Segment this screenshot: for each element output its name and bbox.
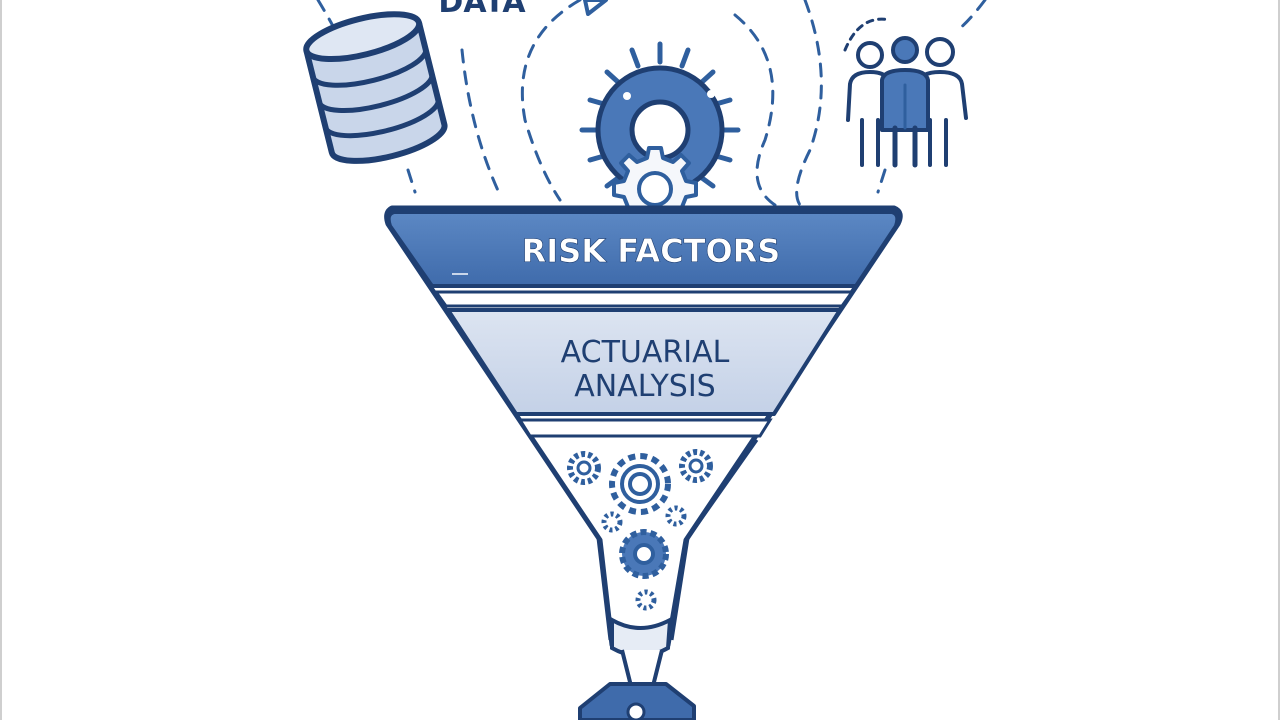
data-label: DATA	[438, 0, 526, 20]
gear-icon	[579, 41, 741, 232]
flow-line-people-down	[876, 168, 887, 194]
flow-line-right-top	[956, 0, 987, 32]
flow-line-gear-right	[733, 13, 777, 207]
database-icon	[303, 11, 448, 164]
flow-line-gear-left	[520, 0, 582, 202]
analysis-label: ANALYSIS	[574, 369, 715, 404]
separator-band-1	[433, 290, 855, 308]
people-icon	[843, 17, 968, 168]
funnel	[384, 205, 903, 692]
risk-factors-band	[386, 210, 900, 288]
right-frame-border	[1278, 0, 1280, 720]
separator-band-2	[517, 418, 773, 438]
flow-line-people-left	[795, 0, 823, 207]
arrow-icon	[583, 0, 608, 16]
tag-icon	[578, 682, 696, 720]
left-frame-border	[0, 0, 2, 720]
flow-line-database-down	[406, 168, 417, 194]
gears-cluster-icon	[567, 449, 713, 611]
dashed-flow-lines	[316, 0, 987, 207]
risk-factors-label: RISK FACTORS	[522, 232, 781, 270]
flow-line-left-inner	[460, 48, 502, 197]
actuarial-analysis-band	[446, 308, 842, 416]
actuarial-label: ACTUARIAL	[561, 335, 730, 370]
